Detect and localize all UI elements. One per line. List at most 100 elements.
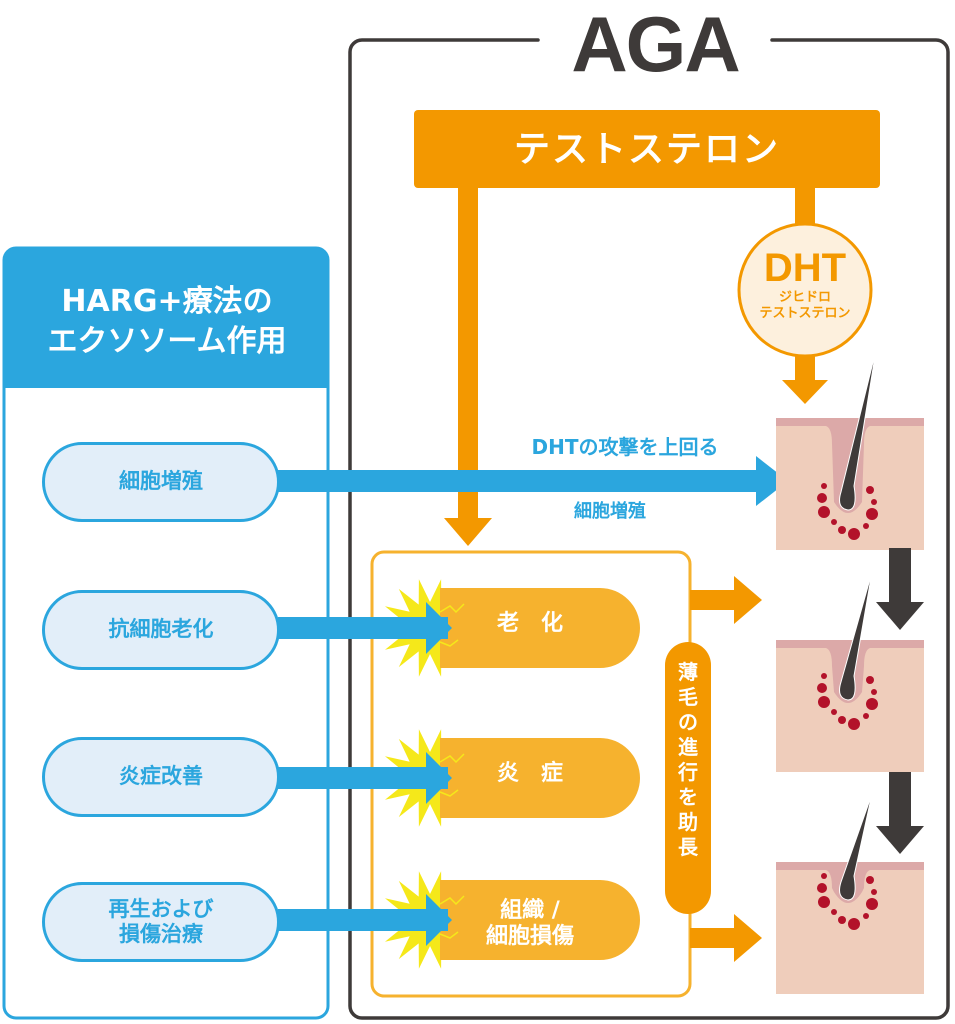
aga-frame [348, 38, 950, 1020]
blood-vessel-dot [871, 689, 877, 695]
blood-vessel-dot [817, 883, 827, 893]
crack-icon [439, 753, 465, 797]
blood-vessel-dot [838, 716, 846, 724]
effect-tissue-damage-line1: 組織 / [500, 898, 560, 923]
blood-vessel-dot [817, 493, 827, 503]
effect-inflammation-label: 炎 症 [496, 761, 563, 786]
testosterone-to-dht-connector [795, 186, 815, 226]
blood-vessel-dot [863, 913, 869, 919]
output-arrow-bottom-head [734, 914, 762, 962]
hair-strand [839, 793, 873, 901]
blue-arrow-shaft-1 [278, 617, 448, 639]
blood-vessel-dot [871, 889, 877, 895]
stage-arrow-1-shaft [889, 548, 911, 604]
hair-follicle-stage-3 [776, 793, 924, 994]
proliferation-arrowhead [756, 456, 788, 506]
hair-follicle-stage-2 [776, 571, 924, 772]
crack-icon [439, 895, 465, 939]
stage-arrow-2-head [876, 826, 924, 854]
testosterone-down-shaft [458, 186, 478, 520]
output-arrow-bottom-shaft [690, 928, 734, 948]
blood-vessel-dot [848, 718, 860, 730]
hair-strand [839, 571, 873, 701]
blood-vessel-dot [831, 519, 837, 525]
effect-aging-label: 老 化 [496, 611, 563, 636]
harg-item-anti-senescence: 抗細胞老化 [42, 590, 280, 670]
blood-vessel-dot [866, 898, 878, 910]
skin-surface [776, 640, 924, 648]
progress-char: の [678, 710, 698, 734]
harg-item-label: 抗細胞老化 [108, 617, 214, 642]
progress-char: 薄 [678, 660, 698, 684]
hair-strand [839, 349, 877, 511]
blood-vessel-dot [831, 909, 837, 915]
blood-vessel-dot [863, 713, 869, 719]
blood-vessel-dot [838, 916, 846, 924]
progress-pill [665, 642, 711, 914]
harg-title-line1: HARG+療法の [61, 284, 273, 319]
stage-arrow-2-shaft [889, 772, 911, 828]
dht-down-shaft [795, 356, 815, 382]
blood-vessel-dot [866, 486, 874, 494]
blood-vessel-dot [838, 526, 846, 534]
harg-item-label-line2: 損傷治療 [119, 922, 203, 946]
blood-vessel-dot [866, 698, 878, 710]
blue-arrow-shaft-3 [278, 909, 448, 931]
blood-vessel-dot [866, 676, 874, 684]
blue-arrow-head-3 [426, 894, 452, 946]
blood-vessel-dot [848, 918, 860, 930]
dht-label: DHT [763, 246, 847, 290]
crack-icon [439, 603, 465, 647]
progress-label: 薄 毛 の 進 行 を 助 長 [667, 660, 709, 860]
dht-sub-label: ジヒドロ テストステロン [740, 290, 870, 322]
skin-surface [776, 418, 924, 426]
harg-item-cell-proliferation: 細胞増殖 [42, 442, 280, 522]
progress-char: を [678, 785, 698, 809]
blood-vessel-dot [817, 683, 827, 693]
hair-follicle-stage-1 [776, 349, 924, 550]
blood-vessel-dot [866, 508, 878, 520]
harg-item-label: 細胞増殖 [119, 469, 203, 494]
effect-tissue-damage-label: 組織 / 細胞損傷 [440, 898, 620, 951]
blood-vessel-dot [848, 528, 860, 540]
output-arrow-top-head [734, 576, 762, 624]
effect-aging-pill [440, 588, 640, 668]
blood-vessel-dot [866, 876, 874, 884]
progress-char: 助 [678, 810, 698, 834]
dht-sub-line2: テストステロン [759, 306, 851, 321]
blood-vessel-dot [821, 483, 827, 489]
blue-arrow-head-1 [426, 602, 452, 654]
effect-inflammation-pill [440, 738, 640, 818]
harg-item-label: 再生および損傷治療 [109, 897, 214, 947]
harg-title-line2: エクソソーム作用 [47, 324, 287, 359]
testosterone-down-arrowhead [444, 518, 492, 546]
progress-char: 進 [678, 735, 698, 759]
testosterone-box [414, 110, 880, 188]
blood-vessel-dot [821, 873, 827, 879]
testosterone-label: テストステロン [513, 129, 780, 170]
blue-arrow-head-2 [426, 752, 452, 804]
blood-vessel-dot [818, 506, 830, 518]
harg-panel-header [4, 248, 328, 388]
blue-arrow-shaft-2 [278, 767, 448, 789]
dht-sub-line1: ジヒドロ [778, 290, 831, 305]
harg-item-anti-inflammation: 炎症改善 [42, 737, 280, 817]
progress-char: 長 [678, 835, 698, 859]
progress-char: 行 [678, 760, 698, 784]
blood-vessel-dot [871, 499, 877, 505]
effect-tissue-damage-line2: 細胞損傷 [485, 924, 574, 950]
blood-vessel-dot [818, 896, 830, 908]
arrow-label-proliferation: 細胞増殖 [574, 501, 646, 522]
aga-frame-border [348, 38, 950, 1020]
harg-panel-title: HARG+療法の エクソソーム作用 [8, 282, 326, 362]
harg-item-label: 炎症改善 [119, 764, 203, 789]
proliferation-arrow-shaft [278, 470, 758, 492]
harg-item-label-line1: 再生および [108, 896, 214, 921]
output-arrow-top-shaft [690, 590, 734, 610]
progress-char: 毛 [678, 685, 698, 709]
effect-tissue-damage-pill [440, 880, 640, 960]
harg-item-regeneration: 再生および損傷治療 [42, 882, 280, 962]
blood-vessel-dot [863, 523, 869, 529]
blood-vessel-dot [818, 696, 830, 708]
